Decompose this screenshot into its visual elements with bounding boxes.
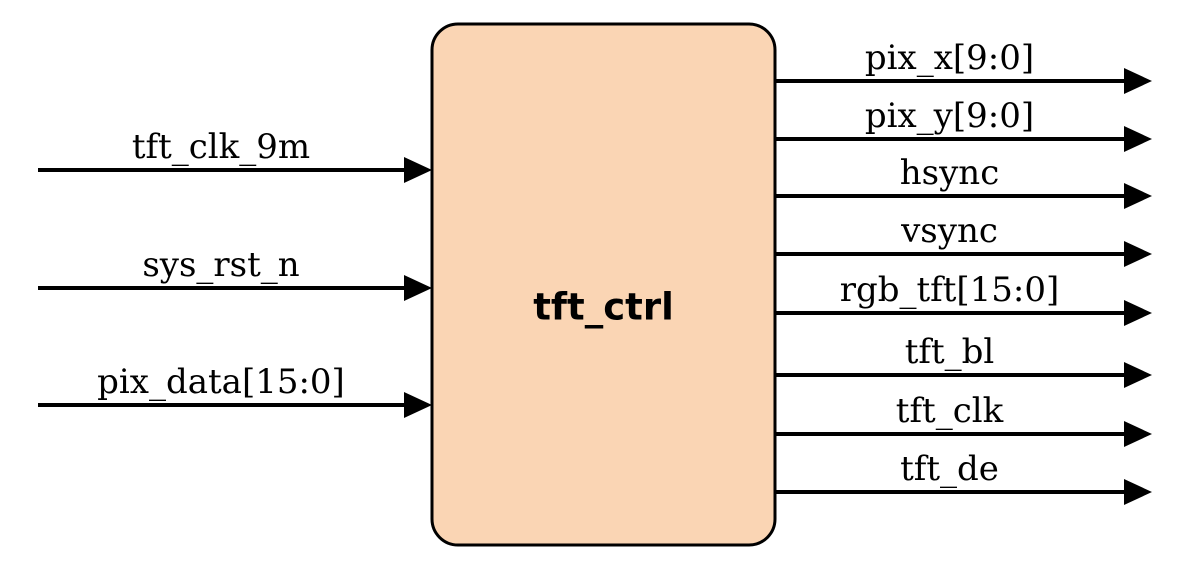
- output-signal-label: tft_de: [900, 449, 999, 489]
- output-signal-label: hsync: [899, 153, 1000, 193]
- input-signal-label: sys_rst_n: [142, 245, 300, 285]
- output-arrowhead-icon: [1124, 362, 1152, 388]
- input-signal-label: pix_data[15:0]: [97, 362, 345, 402]
- output-arrowhead-icon: [1124, 479, 1152, 505]
- output-signal-label: vsync: [901, 211, 998, 251]
- output-signal-label: rgb_tft[15:0]: [839, 270, 1060, 310]
- output-arrowhead-icon: [1124, 68, 1152, 94]
- output-signal-label: tft_bl: [904, 332, 995, 372]
- input-arrowhead-icon: [404, 392, 432, 418]
- output-signal-label: tft_clk: [895, 391, 1004, 431]
- output-signal-label: pix_x[9:0]: [864, 38, 1035, 78]
- output-arrowhead-icon: [1124, 241, 1152, 267]
- input-wire-group: [38, 157, 432, 418]
- output-signal-label: pix_y[9:0]: [864, 96, 1035, 136]
- input-signal-label: tft_clk_9m: [131, 127, 311, 167]
- output-arrowhead-icon: [1124, 183, 1152, 209]
- input-arrowhead-icon: [404, 275, 432, 301]
- output-wire-group: [775, 68, 1152, 505]
- input-arrowhead-icon: [404, 157, 432, 183]
- output-arrowhead-icon: [1124, 126, 1152, 152]
- output-arrowhead-icon: [1124, 300, 1152, 326]
- module-title: tft_ctrl: [533, 285, 674, 328]
- module-block-rect: [430, 22, 777, 547]
- output-arrowhead-icon: [1124, 421, 1152, 447]
